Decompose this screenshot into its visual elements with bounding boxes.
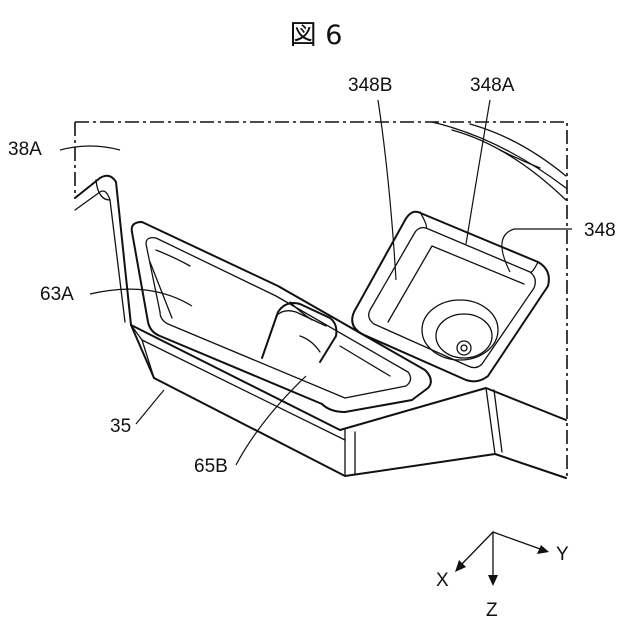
pocket-348 [352,212,549,382]
axis-label-y: Y [556,544,569,565]
label-63A: 63A [40,284,74,305]
label-35: 35 [110,416,131,437]
leader-lines [60,100,572,465]
label-38A: 38A [8,139,42,160]
axis-indicator [455,532,549,586]
label-348B: 348B [348,75,392,96]
axis-label-x: X [436,570,449,591]
label-348: 348 [584,220,616,241]
label-65B: 65B [194,456,228,477]
recess-tray [132,222,431,412]
axis-label-z: Z [486,600,498,621]
section-boundary [75,122,567,478]
figure-title: 図 6 [290,20,343,51]
label-348A: 348A [470,75,515,96]
upper-rim [432,122,566,200]
